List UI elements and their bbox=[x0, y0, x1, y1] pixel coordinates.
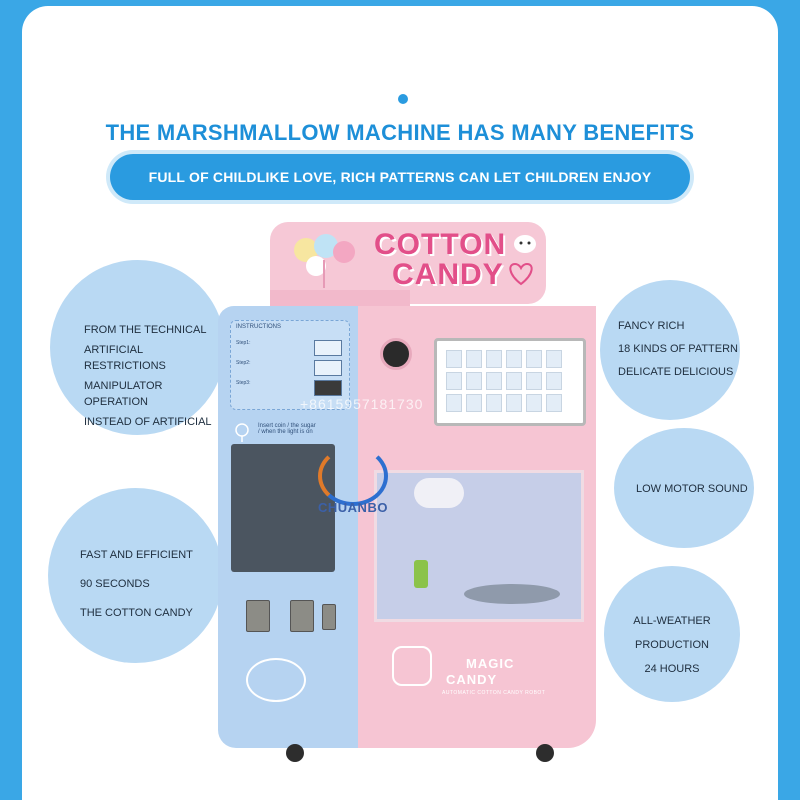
step-icon bbox=[314, 360, 342, 376]
spinning-bowl bbox=[464, 584, 560, 604]
brand-magic: MAGIC bbox=[466, 656, 515, 671]
bubble-line: DELICATE DELICIOUS bbox=[618, 366, 734, 378]
pattern-tile bbox=[486, 372, 502, 390]
camera bbox=[380, 338, 412, 370]
bubble-line: INSTEAD OF ARTIFICIAL bbox=[84, 416, 212, 428]
pattern-tile bbox=[546, 372, 562, 390]
robot-arm bbox=[414, 560, 428, 588]
bubble-line: 24 HOURS bbox=[644, 663, 700, 675]
bubble-line: FAST AND EFFICIENT bbox=[80, 549, 193, 561]
instructions-step: Step2: bbox=[236, 360, 251, 366]
candy-logo-icon bbox=[392, 646, 432, 686]
pattern-tile bbox=[466, 394, 482, 412]
pattern-tile bbox=[506, 394, 522, 412]
sign-candy: CANDY bbox=[392, 258, 504, 291]
bubble-line: ARTIFICIAL RESTRICTIONS bbox=[84, 344, 166, 372]
sign-cotton: COTTON bbox=[374, 228, 507, 261]
instructions-step: Step3: bbox=[236, 380, 251, 386]
pattern-tile bbox=[446, 372, 462, 390]
bubble-line: LOW MOTOR SOUND bbox=[636, 483, 748, 495]
bubble-line: MANIPULATOR OPERATION bbox=[84, 380, 163, 408]
cotton-candy-cloud bbox=[414, 478, 464, 508]
watermark-logo bbox=[318, 446, 388, 506]
bubble-line: 90 SECONDS bbox=[80, 578, 150, 590]
insert-coin-hint: Insert coin / the sugar / when the light… bbox=[258, 423, 316, 435]
pattern-tile bbox=[486, 394, 502, 412]
pattern-tile bbox=[466, 372, 482, 390]
cotton-sketch-icon bbox=[246, 658, 306, 702]
bubble-patterns: FANCY RICH 18 KINDS OF PATTERN DELICATE … bbox=[600, 280, 740, 420]
lollipop-icon bbox=[235, 423, 249, 442]
bubble-technical: FROM THE TECHNICAL ARTIFICIAL RESTRICTIO… bbox=[50, 260, 225, 435]
watermark-company: CHUANBO bbox=[318, 500, 388, 515]
bill-acceptor bbox=[246, 600, 270, 632]
brand-subtitle: AUTOMATIC COTTON CANDY ROBOT bbox=[442, 690, 546, 696]
bubble-line: FANCY RICH bbox=[618, 320, 685, 332]
machine-sign-base bbox=[270, 290, 410, 308]
wheel bbox=[286, 744, 304, 762]
instructions-title: INSTRUCTIONS bbox=[236, 324, 281, 330]
bubble-line: 18 KINDS OF PATTERN bbox=[618, 343, 739, 355]
mascot-icon bbox=[514, 235, 536, 253]
instructions-step: Step1: bbox=[236, 340, 251, 346]
coin-slot bbox=[290, 600, 314, 632]
card-reader bbox=[322, 604, 336, 630]
bubble-sound: LOW MOTOR SOUND bbox=[614, 428, 754, 548]
bubble-fast: FAST AND EFFICIENT 90 SECONDS THE COTTON… bbox=[48, 488, 223, 663]
heart-icon bbox=[509, 262, 533, 286]
pattern-tile bbox=[506, 350, 522, 368]
bubble-line: FROM THE TECHNICAL bbox=[84, 324, 207, 336]
decorative-dot bbox=[398, 94, 408, 104]
pattern-tile bbox=[466, 350, 482, 368]
pattern-tile bbox=[506, 372, 522, 390]
step-icon bbox=[314, 380, 342, 396]
pattern-tile bbox=[446, 350, 462, 368]
pattern-tile bbox=[546, 350, 562, 368]
tagline-banner: FULL OF CHILDLIKE LOVE, RICH PATTERNS CA… bbox=[110, 154, 690, 231]
wheel bbox=[536, 744, 554, 762]
pattern-tile bbox=[526, 394, 542, 412]
pattern-tile bbox=[546, 394, 562, 412]
pattern-tile bbox=[526, 372, 542, 390]
pattern-tile bbox=[526, 350, 542, 368]
headline: THE MARSHMALLOW MACHINE HAS MANY BENEFIT… bbox=[105, 120, 695, 145]
pattern-tile bbox=[486, 350, 502, 368]
watermark-phone: +8615957181730 bbox=[300, 396, 424, 412]
step-icon bbox=[314, 340, 342, 356]
bubble-line: ALL-WEATHER bbox=[633, 615, 711, 627]
flower-icon bbox=[294, 234, 355, 288]
pattern-tile bbox=[446, 394, 462, 412]
bubble-line: THE COTTON CANDY bbox=[80, 607, 193, 619]
brand-candy: CANDY bbox=[446, 672, 498, 687]
bubble-line: PRODUCTION bbox=[635, 639, 709, 651]
left-display bbox=[231, 444, 335, 572]
bubble-production: ALL-WEATHER PRODUCTION 24 HOURS bbox=[604, 566, 740, 702]
